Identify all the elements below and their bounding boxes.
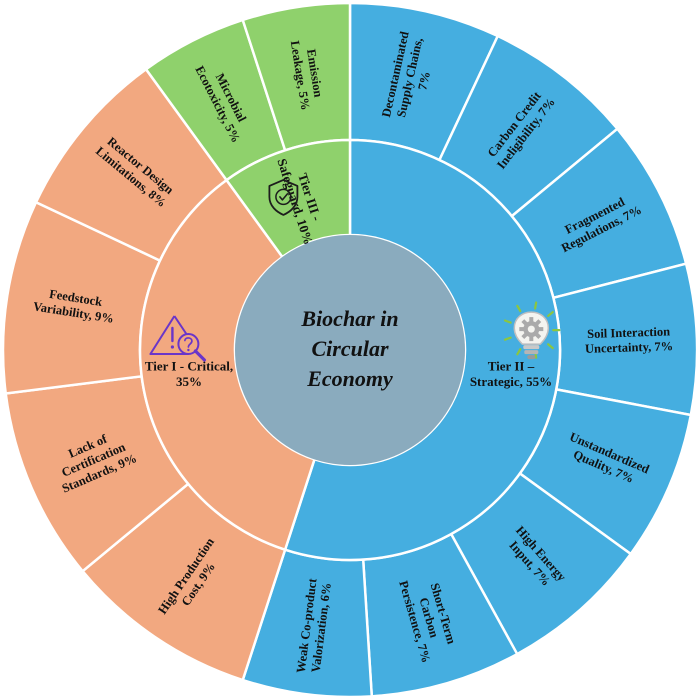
center-label-line-3: Economy: [306, 366, 393, 391]
lightbulb-gear-icon: [503, 301, 561, 360]
sub-segment-label-line: Uncertainty, 7%: [585, 339, 674, 356]
center-label-line-2: Circular: [311, 336, 388, 361]
tier-label-line: Tier I - Critical,: [145, 359, 233, 374]
center-label-line-1: Biochar in: [300, 306, 398, 331]
tier-icons: [149, 178, 561, 362]
tier-label-line: Tier II –: [488, 359, 535, 374]
tier-label-line: Strategic, 55%: [470, 374, 552, 389]
inner-ring: Tier II –Strategic, 55% Tier I - Critical…: [138, 138, 562, 562]
center-circle: [235, 235, 465, 465]
sub-segment-label-line: 7%: [415, 70, 433, 91]
center-hub: Biochar in Circular Economy: [235, 235, 465, 465]
warning-search-icon: [149, 315, 206, 362]
shield-check-icon: [268, 178, 299, 216]
tier-label-line: 35%: [176, 374, 202, 389]
sub-segment-label-line: Soil Interaction: [587, 324, 670, 341]
